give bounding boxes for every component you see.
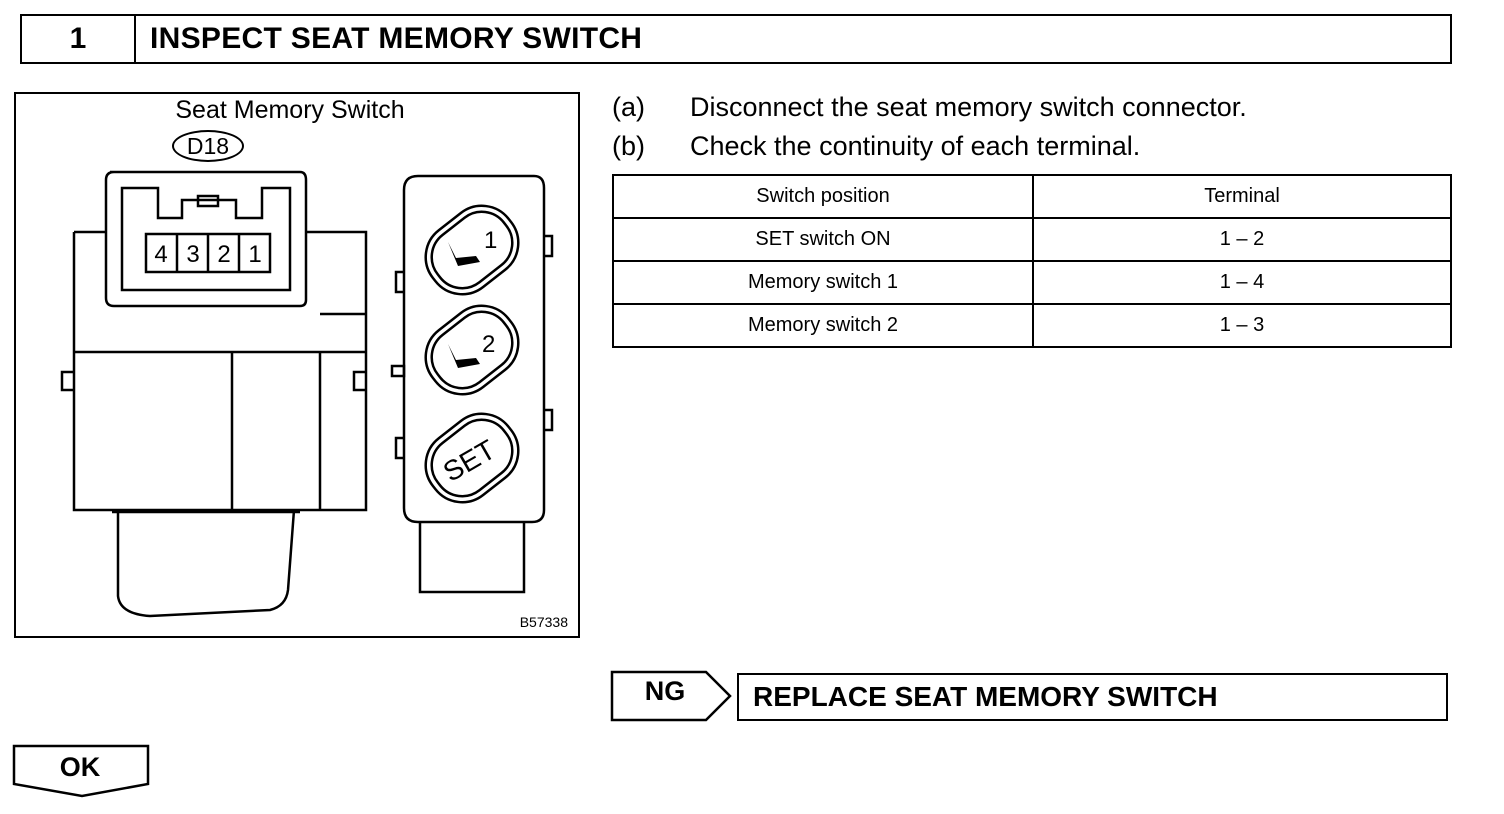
connector-code: D18 <box>172 130 244 162</box>
step-number: 1 <box>22 16 136 62</box>
step-title: INSPECT SEAT MEMORY SWITCH <box>150 22 643 55</box>
continuity-table: Switch position Terminal SET switch ON 1… <box>612 174 1452 348</box>
button-2-label: 2 <box>482 331 495 358</box>
table-cell: 1 – 3 <box>1032 303 1452 348</box>
instruction-b: (b) Check the continuity of each terminal… <box>612 131 1140 162</box>
table-row: Memory switch 2 1 – 3 <box>612 303 1452 348</box>
table-row: SET switch ON 1 – 2 <box>612 217 1452 262</box>
terminal-4: 4 <box>154 241 167 268</box>
ng-action: REPLACE SEAT MEMORY SWITCH <box>737 673 1448 721</box>
table-header-row: Switch position Terminal <box>612 174 1452 219</box>
table-cell: Memory switch 2 <box>612 303 1034 348</box>
table-cell: Memory switch 1 <box>612 260 1034 305</box>
table-row: Memory switch 1 1 – 4 <box>612 260 1452 305</box>
ng-arrow-shape <box>610 670 732 722</box>
instruction-a: (a) Disconnect the seat memory switch con… <box>612 92 1247 123</box>
instruction-text: Check the continuity of each terminal. <box>690 131 1141 161</box>
figure-ref: B57338 <box>519 614 568 630</box>
table-cell: 1 – 2 <box>1032 217 1452 262</box>
instruction-label: (b) <box>612 131 645 161</box>
instruction-label: (a) <box>612 92 645 122</box>
table-cell: 1 – 4 <box>1032 260 1452 305</box>
ok-arrow-shape <box>12 744 150 798</box>
ng-label: NG <box>644 676 686 706</box>
figure-frame <box>14 92 580 638</box>
terminal-1: 1 <box>248 241 261 268</box>
table-cell: SET switch ON <box>612 217 1034 262</box>
connector-illustration: 4 3 2 1 1 2 SET <box>60 170 554 618</box>
step-header: 1 INSPECT SEAT MEMORY SWITCH <box>20 14 1452 64</box>
ok-label: OK <box>59 752 101 782</box>
instruction-text: Disconnect the seat memory switch connec… <box>690 92 1247 122</box>
table-header-switch-position: Switch position <box>612 174 1034 219</box>
figure-title: Seat Memory Switch <box>175 96 405 124</box>
terminal-2: 2 <box>217 241 230 268</box>
table-header-terminal: Terminal <box>1032 174 1452 219</box>
terminal-3: 3 <box>186 241 199 268</box>
button-1-label: 1 <box>484 227 497 254</box>
